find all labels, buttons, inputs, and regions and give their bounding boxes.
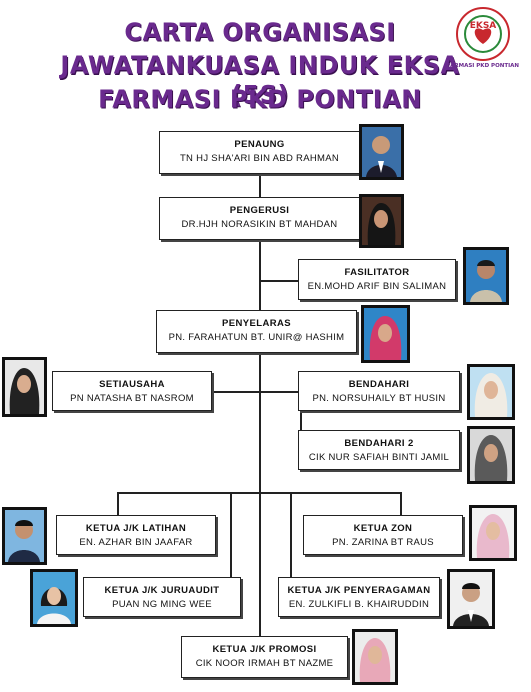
svg-text:FARMASI PKD PONTIAN: FARMASI PKD PONTIAN: [447, 63, 519, 69]
portrait-fasilitator: [463, 247, 509, 305]
person-name: TN HJ SHA'ARI BIN ABD RAHMAN: [179, 153, 340, 164]
connector-main-vertical: [259, 175, 261, 637]
person-name: EN. AZHAR BIN JAAFAR: [79, 537, 193, 548]
portrait-pengerusi: [359, 194, 404, 248]
person-name: PN NATASHA BT NASROM: [70, 393, 194, 404]
portrait-bendahari: [467, 364, 515, 420]
person-name: PN. NORSUHAILY BT HUSIN: [312, 393, 446, 404]
person-name: DR.HJH NORASIKIN BT MAHDAN: [181, 219, 338, 230]
node-setiausaha: SETIAUSAHA PN NATASHA BT NASROM: [52, 371, 212, 411]
role-label: FASILITATOR: [344, 267, 410, 278]
chart-title-line2: JAWATANKUASA INDUK EKSA (5S): [60, 50, 460, 110]
node-bendahari: BENDAHARI PN. NORSUHAILY BT HUSIN: [298, 371, 460, 411]
role-label: KETUA J/K PROMOSI: [212, 644, 317, 655]
role-label: KETUA J/K LATIHAN: [85, 523, 187, 534]
node-juruaudit: KETUA J/K JURUAUDIT PUAN NG MING WEE: [83, 577, 241, 617]
connector-committee-horiz: [117, 492, 401, 494]
portrait-juruaudit: [30, 569, 78, 627]
role-label: PENAUNG: [234, 139, 285, 150]
portrait-penyeragaman: [447, 569, 495, 629]
node-penyeragaman: KETUA J/K PENYERAGAMAN EN. ZULKIFLI B. K…: [278, 577, 440, 617]
node-penaung: PENAUNG TN HJ SHA'ARI BIN ABD RAHMAN: [159, 131, 360, 174]
portrait-penaung: [359, 124, 404, 180]
person-name: PN. FARAHATUN BT. UNIR@ HASHIM: [168, 332, 345, 343]
portrait-promosi: [352, 629, 398, 685]
connector-latihan: [117, 492, 119, 516]
chart-title-line1: CARTA ORGANISASI: [124, 17, 396, 47]
portrait-bendahari2: [467, 426, 515, 484]
role-label: SETIAUSAHA: [99, 379, 165, 390]
connector-zon: [400, 492, 402, 516]
connector-juruaudit: [230, 492, 232, 578]
node-fasilitator: FASILITATOR EN.MOHD ARIF BIN SALIMAN: [298, 259, 456, 300]
role-label: PENGERUSI: [229, 205, 290, 216]
role-label: BENDAHARI 2: [344, 438, 414, 449]
portrait-latihan: [2, 507, 47, 565]
connector-penyeragaman: [290, 492, 292, 578]
person-name: PUAN NG MING WEE: [112, 599, 212, 610]
node-zon: KETUA ZON PN. ZARINA BT RAUS: [303, 515, 463, 555]
role-label: PENYELARAS: [222, 318, 291, 329]
person-name: EN.MOHD ARIF BIN SALIMAN: [307, 281, 447, 292]
chart-title-line3: FARMASI PKD PONTIAN: [98, 84, 422, 114]
eksa-logo: EKSA FARMASI PKD PONTIAN: [447, 4, 519, 70]
node-pengerusi: PENGERUSI DR.HJH NORASIKIN BT MAHDAN: [159, 197, 360, 240]
node-latihan: KETUA J/K LATIHAN EN. AZHAR BIN JAAFAR: [56, 515, 216, 555]
role-label: KETUA J/K JURUAUDIT: [104, 585, 220, 596]
connector-fasilitator: [259, 280, 299, 282]
portrait-penyelaras: [361, 305, 410, 363]
svg-text:EKSA: EKSA: [470, 21, 497, 31]
node-penyelaras: PENYELARAS PN. FARAHATUN BT. UNIR@ HASHI…: [156, 310, 357, 353]
node-bendahari2: BENDAHARI 2 CIK NUR SAFIAH BINTI JAMIL: [298, 430, 460, 470]
role-label: BENDAHARI: [348, 379, 410, 390]
person-name: CIK NOOR IRMAH BT NAZME: [195, 658, 334, 669]
person-name: PN. ZARINA BT RAUS: [332, 537, 434, 548]
role-label: KETUA ZON: [353, 523, 413, 534]
person-name: EN. ZULKIFLI B. KHAIRUDDIN: [288, 599, 430, 610]
portrait-zon: [469, 505, 517, 561]
person-name: CIK NUR SAFIAH BINTI JAMIL: [308, 452, 450, 463]
node-promosi: KETUA J/K PROMOSI CIK NOOR IRMAH BT NAZM…: [181, 636, 348, 678]
role-label: KETUA J/K PENYERAGAMAN: [287, 585, 431, 596]
portrait-setiausaha: [2, 357, 47, 417]
connector-sec-treasurer: [211, 391, 299, 393]
